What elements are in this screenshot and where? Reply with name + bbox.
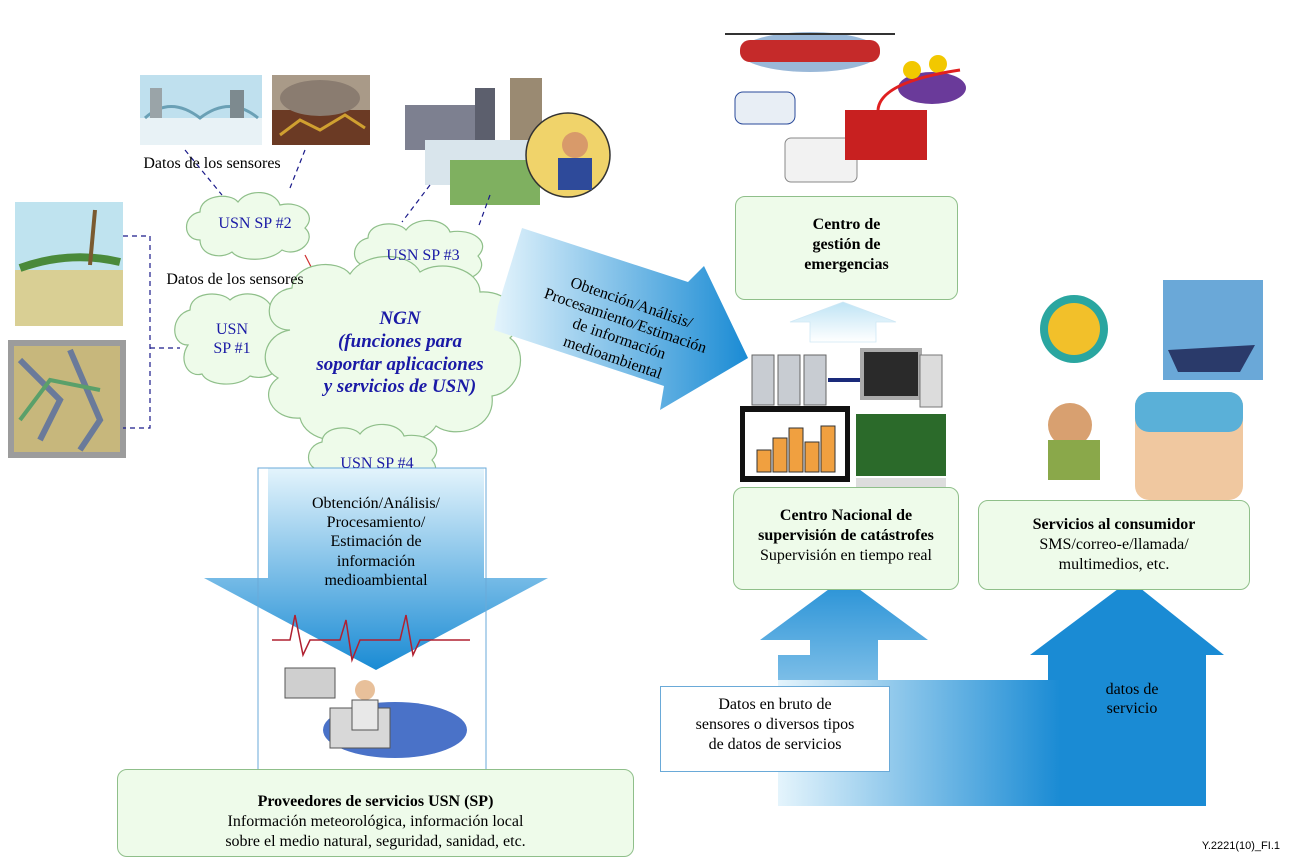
- usn-providers-title: Proveedores de servicios USN (SP): [257, 793, 494, 810]
- map-sensor-image: [8, 340, 126, 458]
- raw-data-box: Datos en bruto de sensores o diversos ti…: [660, 686, 890, 772]
- raw-data-label: Datos en bruto de sensores o diversos ti…: [695, 696, 855, 753]
- national-center-box: Centro Nacional de supervisión de catást…: [733, 487, 959, 590]
- cloud-usn-sp1: USN SP #1: [213, 321, 251, 358]
- sensor-dashed-links: [123, 149, 491, 429]
- emergency-center-title: Centro de gestión de emergencias: [804, 216, 889, 273]
- beach-sensor-image: [15, 202, 123, 326]
- arrow-to-providers: [204, 468, 548, 670]
- consumer-services-subtitle: SMS/correo-e/llamada/ multimedios, etc.: [1039, 536, 1189, 573]
- figure-reference: Y.2221(10)_FI.1: [1201, 840, 1280, 852]
- bridge-sensor-image: [140, 75, 262, 145]
- monitoring-computers-image: [740, 348, 946, 490]
- consumer-services-box: Servicios al consumidor SMS/correo-e/lla…: [978, 500, 1250, 590]
- sensor-data-label-left: Datos de los sensores: [166, 271, 304, 288]
- sensor-data-label-top: Datos de los sensores: [143, 155, 281, 172]
- cloud-usn-sp4: USN SP #4: [340, 455, 414, 472]
- emergency-center-box: Centro de gestión de emergencias: [735, 196, 958, 300]
- arrow-to-national-center: [494, 228, 748, 410]
- city-sensor-image: [405, 78, 542, 205]
- national-center-title: Centro Nacional de supervisión de catást…: [758, 507, 934, 544]
- consumer-services-title: Servicios al consumidor: [1032, 516, 1196, 533]
- emergency-vehicles-image: [725, 32, 966, 183]
- cloud-usn-sp3: USN SP #3: [386, 247, 460, 264]
- national-center-subtitle: Supervisión en tiempo real: [760, 547, 932, 564]
- cloud-usn-sp2: USN SP #2: [218, 215, 292, 232]
- provider-images: [257, 467, 487, 779]
- usn-providers-box: Proveedores de servicios USN (SP) Inform…: [117, 769, 634, 857]
- person-icon-circle: [525, 112, 611, 198]
- consumer-images: [1040, 280, 1263, 500]
- arrow-down-text: Obtención/Análisis/ Procesamiento/ Estim…: [312, 495, 440, 589]
- service-data-label: datos de servicio: [1105, 681, 1159, 718]
- ngn-cloud-title: NGN (funciones para soportar aplicacione…: [316, 308, 484, 398]
- wildfire-sensor-image: [272, 75, 370, 145]
- usn-providers-subtitle: Información meteorológica, información l…: [225, 813, 526, 850]
- arrow-to-emergency: [789, 301, 897, 343]
